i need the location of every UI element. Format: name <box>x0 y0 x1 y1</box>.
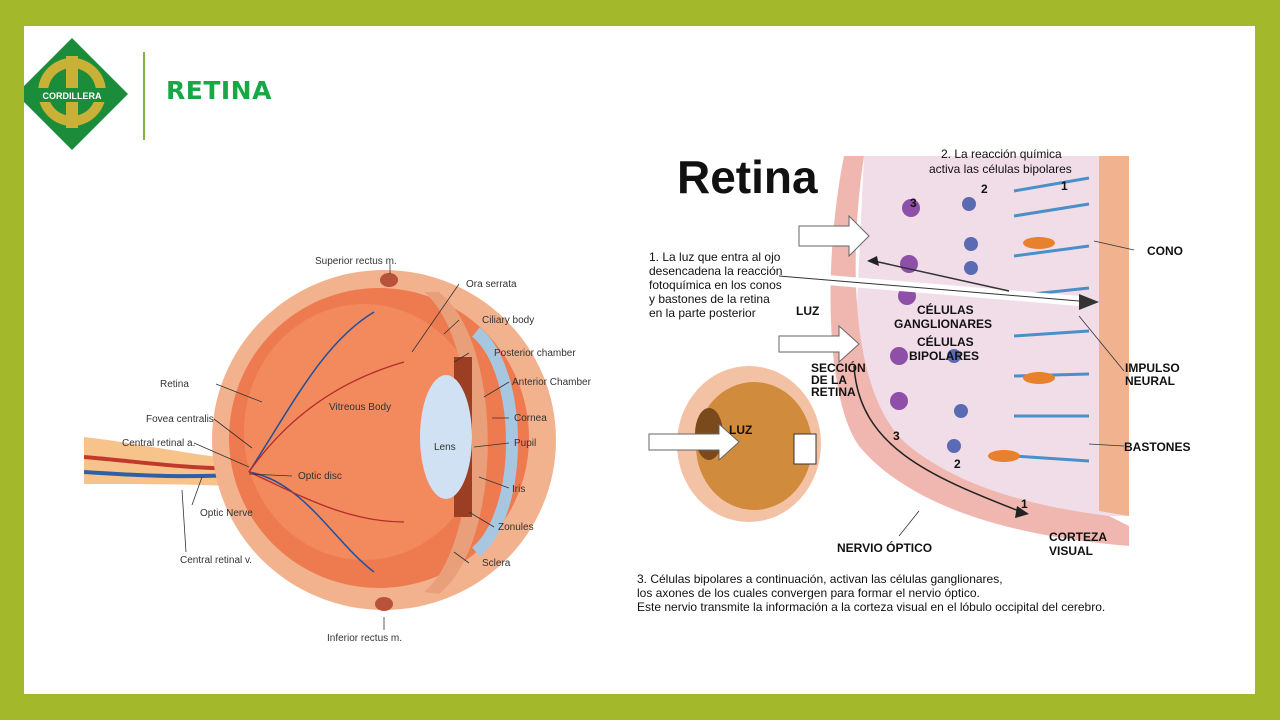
label-retina: Retina <box>160 379 189 390</box>
label-pupil: Pupil <box>514 438 536 449</box>
label-num1-bottom: 1 <box>1021 497 1028 511</box>
label-bipolares-2: BIPOLARES <box>909 349 979 363</box>
label-ciliary-body: Ciliary body <box>482 315 534 326</box>
header-divider <box>143 52 145 140</box>
label-vitreous-body: Vitreous Body <box>329 402 391 413</box>
slide: CORDILLERA RETINA <box>24 26 1255 694</box>
step1-line1: 1. La luz que entra al ojo <box>649 250 781 264</box>
label-cono: CONO <box>1147 244 1183 258</box>
label-num2-top: 2 <box>981 182 988 196</box>
label-fovea-centralis: Fovea centralis <box>146 414 214 425</box>
label-optic-nerve: Optic Nerve <box>200 508 253 519</box>
label-ora-serrata: Ora serrata <box>466 279 517 290</box>
step3-line3: Este nervio transmite la información a l… <box>637 600 1105 614</box>
label-anterior-chamber: Anterior Chamber <box>512 377 592 388</box>
step2-line1: 2. La reacción química <box>941 147 1062 161</box>
step1-line3: fotoquímica en los conos <box>649 278 782 292</box>
label-sclera: Sclera <box>482 558 511 569</box>
label-luz-top: LUZ <box>796 304 819 318</box>
label-lens: Lens <box>434 442 456 453</box>
eye-anatomy-diagram: Superior rectus m. Ora serrata Ciliary b… <box>84 256 592 642</box>
step3-line2: los axones de los cuales convergen para … <box>637 586 980 600</box>
label-impulso-1: IMPULSO <box>1125 361 1180 375</box>
label-num2-bottom: 2 <box>954 457 961 471</box>
label-ganglionares-1: CÉLULAS <box>917 302 974 317</box>
label-posterior-chamber: Posterior chamber <box>494 348 576 359</box>
cordillera-logo: CORDILLERA <box>24 38 128 150</box>
step1-line2: desencadena la reacción <box>649 264 782 278</box>
label-central-retinal-a: Central retinal a. <box>122 438 195 449</box>
label-corteza-2: VISUAL <box>1049 544 1093 558</box>
step2-line2: activa las células bipolares <box>929 162 1072 176</box>
label-num3-bottom: 3 <box>893 429 900 443</box>
label-optic-disc: Optic disc <box>298 471 342 482</box>
label-num1-top: 1 <box>1061 179 1068 193</box>
label-cornea: Cornea <box>514 413 547 424</box>
label-zonules: Zonules <box>498 522 534 533</box>
label-iris: Iris <box>512 484 525 495</box>
label-ganglionares-2: GANGLIONARES <box>894 317 992 331</box>
step3-line1: 3. Células bipolares a continuación, act… <box>637 572 1003 586</box>
label-nervio-optico: NERVIO ÓPTICO <box>837 540 932 555</box>
page-title: RETINA <box>166 76 272 105</box>
label-luz-bottom: LUZ <box>729 423 752 437</box>
logo-text: CORDILLERA <box>43 91 102 101</box>
step1-line4: y bastones de la retina <box>649 292 770 306</box>
label-corteza-1: CORTEZA <box>1049 530 1107 544</box>
label-seccion-2: DE LA <box>811 373 847 387</box>
label-central-retinal-v: Central retinal v. <box>180 555 252 566</box>
label-bipolares-1: CÉLULAS <box>917 334 974 349</box>
label-superior-rectus: Superior rectus m. <box>315 256 397 267</box>
label-bastones: BASTONES <box>1124 440 1190 454</box>
label-seccion-1: SECCIÓN <box>811 360 866 375</box>
label-num3-top: 3 <box>910 196 917 210</box>
step1-line5: en la parte posterior <box>649 306 756 320</box>
retina-heading: Retina <box>677 151 818 203</box>
label-inferior-rectus: Inferior rectus m. <box>327 633 402 642</box>
label-impulso-2: NEURAL <box>1125 374 1175 388</box>
retina-diagram: Retina 2. La reacción química activa las… <box>637 147 1190 614</box>
label-seccion-3: RETINA <box>811 385 856 399</box>
